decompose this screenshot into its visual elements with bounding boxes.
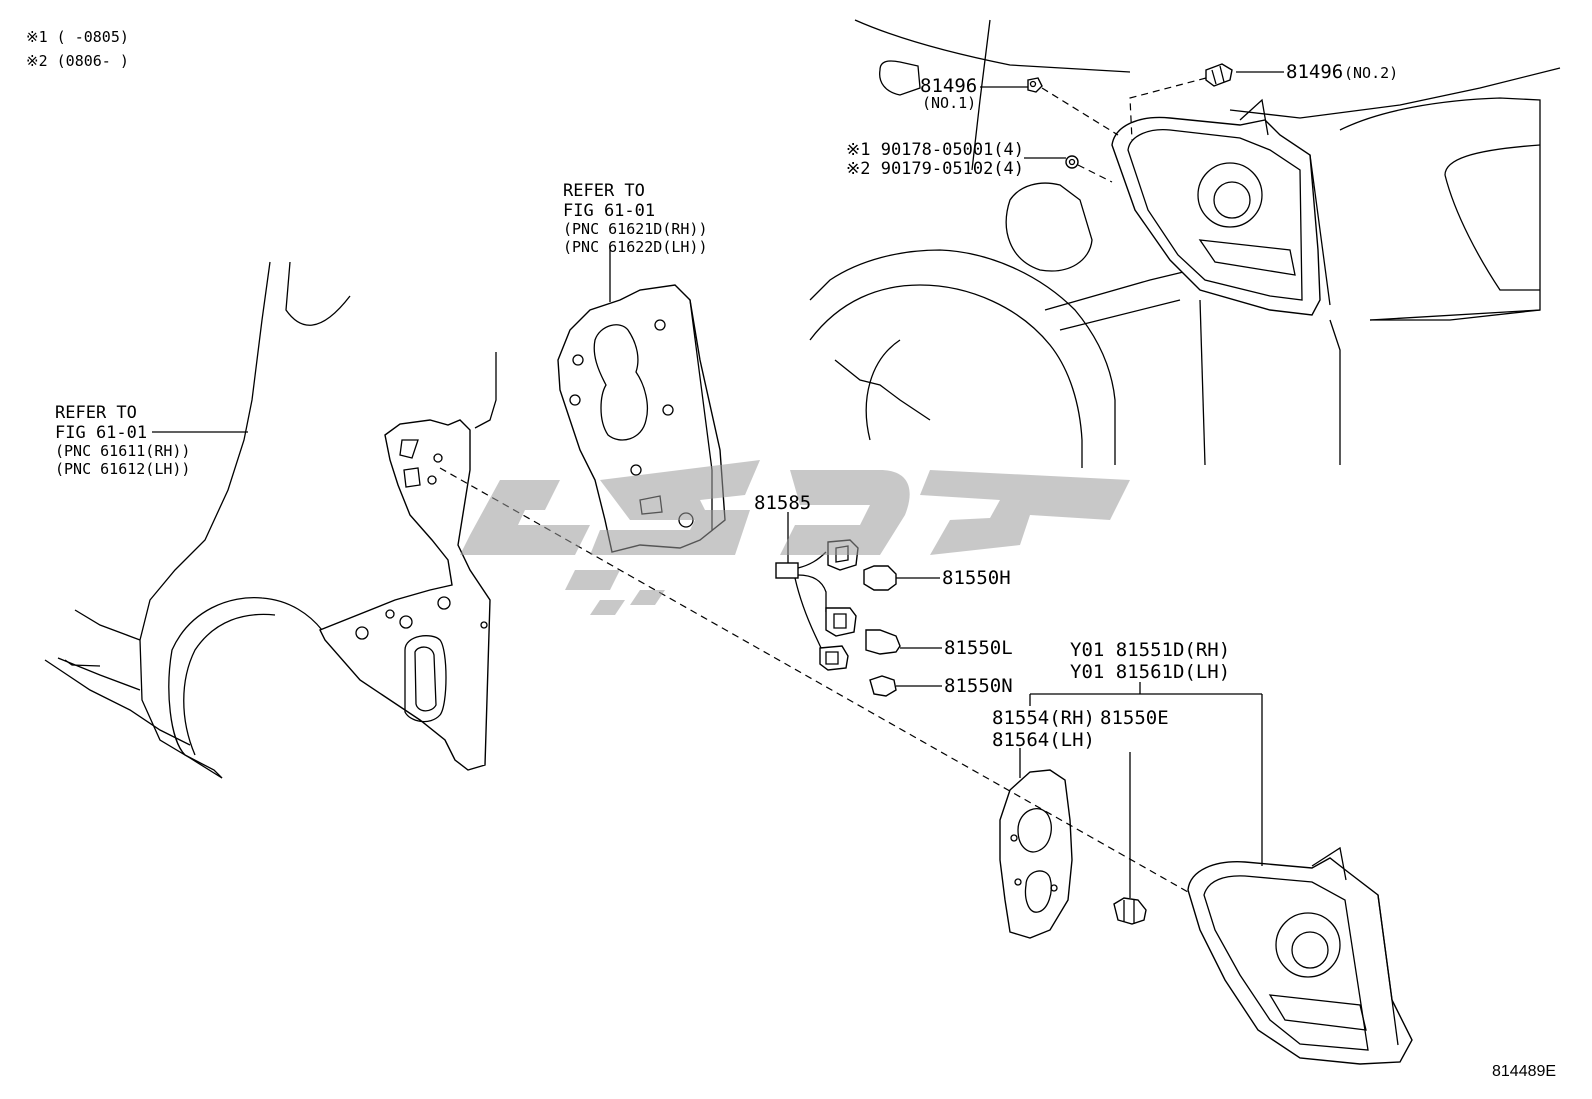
- lamp-rh-label: Y01 81551D(RH): [1070, 639, 1230, 661]
- car-body-rear: [809, 19, 1561, 468]
- refer-left-line1: REFER TO: [55, 403, 137, 423]
- bulb-81550H: [863, 565, 897, 591]
- screw-90179-label: ※2 90179-05102(4): [846, 159, 1024, 179]
- gasket-lh-label: 81564(LH): [992, 729, 1095, 751]
- tail-lamp-exploded: [1187, 846, 1413, 1065]
- refer-center-line4: (PNC 61622D(LH)): [563, 238, 708, 256]
- part-81550L-label: 81550L: [944, 637, 1013, 659]
- note-2: ※2 (0806- ): [26, 52, 129, 70]
- lamp-lh-label: Y01 81561D(LH): [1070, 661, 1230, 683]
- refer-center-label: REFER TO FIG 61-01 (PNC 61621D(RH)) (PNC…: [563, 181, 708, 256]
- part-81496-no2: 81496: [1286, 61, 1343, 83]
- leader-lines: [152, 71, 1284, 898]
- screw-90178-label: ※1 90178-05001(4): [846, 140, 1024, 160]
- part-81585-label: 81585: [754, 492, 811, 514]
- refer-left-label: REFER TO FIG 61-01 (PNC 61611(RH)) (PNC …: [55, 403, 190, 478]
- note-1: ※1 ( -0805): [26, 28, 129, 46]
- part-81496-no1: 81496: [920, 75, 977, 97]
- refer-center-line1: REFER TO: [563, 181, 645, 201]
- inner-panel-left: [319, 352, 497, 771]
- brand-watermark-logo: [460, 460, 1130, 615]
- bulb-81550E: [1113, 897, 1147, 925]
- refer-left-line3: (PNC 61611(RH)): [55, 442, 190, 460]
- refer-left-line4: (PNC 61612(LH)): [55, 460, 190, 478]
- part-81550E-label: 81550E: [1100, 707, 1169, 729]
- refer-center-line3: (PNC 61621D(RH)): [563, 220, 708, 238]
- bulb-81550L: [865, 629, 901, 655]
- assembly-lines: [439, 77, 1207, 893]
- refer-center-line2: FIG 61-01: [563, 201, 655, 221]
- part-81496-no2-sub: (NO.2): [1344, 64, 1398, 82]
- refer-left-line2: FIG 61-01: [55, 423, 147, 443]
- clip-81496-no2: [1205, 63, 1233, 87]
- part-81550H-label: 81550H: [942, 567, 1011, 589]
- quarter-panel-drawing: [44, 261, 351, 779]
- figure-id: 814489E: [1492, 1063, 1556, 1080]
- clip-81496-no1: [1027, 77, 1043, 93]
- gasket-rh-label: 81554(RH): [992, 707, 1095, 729]
- part-81496-no1-sub: (NO.1): [922, 94, 976, 112]
- part-81550N-label: 81550N: [944, 675, 1013, 697]
- gasket-81554: [999, 769, 1073, 939]
- tail-lamp-installed: [1111, 98, 1331, 316]
- bulb-81550N: [869, 675, 897, 697]
- screw-nut: [1065, 155, 1079, 169]
